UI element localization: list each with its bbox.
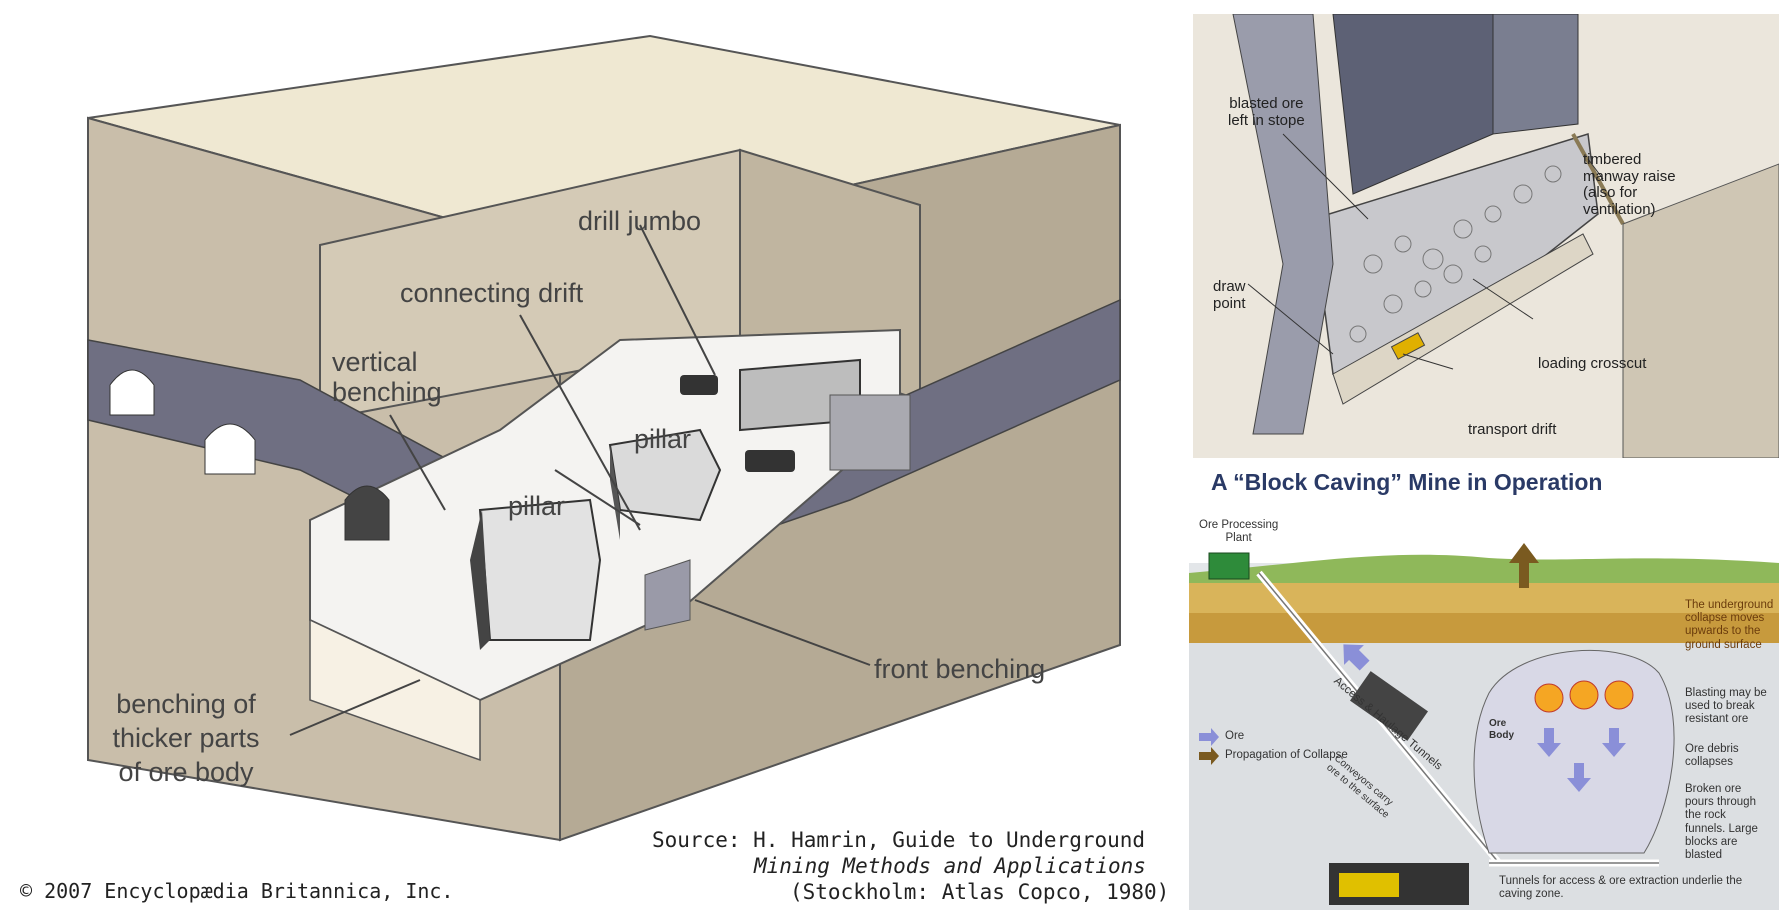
label-blasting: Blasting may be used to break resistant … — [1685, 687, 1767, 726]
label-pillar-rear: pillar — [634, 424, 692, 454]
loader-vehicle — [745, 450, 795, 472]
legend-collapse-arrow — [1199, 747, 1219, 765]
label-pillar-front: pillar — [508, 491, 566, 521]
drill-jumbo-vehicle — [680, 375, 718, 395]
room-and-pillar-diagram: drill jumbo connecting drift vertical be… — [20, 34, 1170, 904]
blast-burst-icon — [1569, 680, 1599, 710]
label-ore-body: Ore Body — [1489, 718, 1514, 741]
source-line-3: (Stockholm: Atlas Copco, 1980) — [790, 880, 1170, 904]
block-caving-diagram: A “Block Caving” Mine in Operation Ore P… — [1189, 463, 1779, 910]
label-timbered-manway: timbered manway raise (also for ventilat… — [1583, 151, 1676, 218]
blast-burst-icon — [1604, 680, 1634, 710]
label-loading-crosscut: loading crosscut — [1538, 355, 1647, 372]
label-connecting-drift: connecting drift — [400, 278, 584, 308]
copyright-notice: © 2007 Encyclopædia Britannica, Inc. — [20, 879, 454, 903]
room-and-pillar-illustration — [87, 34, 1121, 842]
label-ore-processing: Ore Processing Plant — [1199, 519, 1279, 545]
label-tunnels-access: Tunnels for access & ore extraction unde… — [1499, 875, 1743, 901]
label-draw-point: draw point — [1213, 278, 1246, 312]
collapse-arrow — [1509, 543, 1539, 588]
source-line-1: Source: H. Hamrin, Guide to Underground — [652, 828, 1146, 852]
ore-processing-plant-icon — [1208, 552, 1250, 580]
shrinkage-stope-illustration — [1193, 14, 1779, 458]
label-drill-jumbo: drill jumbo — [578, 206, 702, 236]
block-caving-illustration — [1189, 463, 1779, 910]
legend-ore-label: Ore — [1225, 730, 1245, 742]
source-line-2: Mining Methods and Applications — [754, 854, 1146, 878]
label-collapse-moves: The underground collapse moves upwards t… — [1685, 599, 1774, 651]
legend-collapse-label: Propagation of Collapse — [1225, 749, 1348, 761]
label-blasted-ore: blasted ore left in stope — [1228, 95, 1305, 129]
legend-ore-arrow — [1199, 728, 1219, 746]
label-benching-thicker: benching of thicker parts of ore body — [112, 689, 260, 787]
shrinkage-stope-diagram: blasted ore left in stope timbered manwa… — [1193, 14, 1779, 458]
label-front-benching: front benching — [874, 654, 1046, 684]
label-broken-ore: Broken ore pours through the rock funnel… — [1685, 783, 1758, 862]
label-vertical-benching: vertical benching — [332, 347, 442, 407]
label-transport-drift: transport drift — [1468, 421, 1557, 438]
block-caving-title: A “Block Caving” Mine in Operation — [1211, 469, 1603, 495]
blast-burst-icon — [1534, 683, 1564, 713]
label-ore-debris: Ore debris collapses — [1685, 743, 1739, 769]
